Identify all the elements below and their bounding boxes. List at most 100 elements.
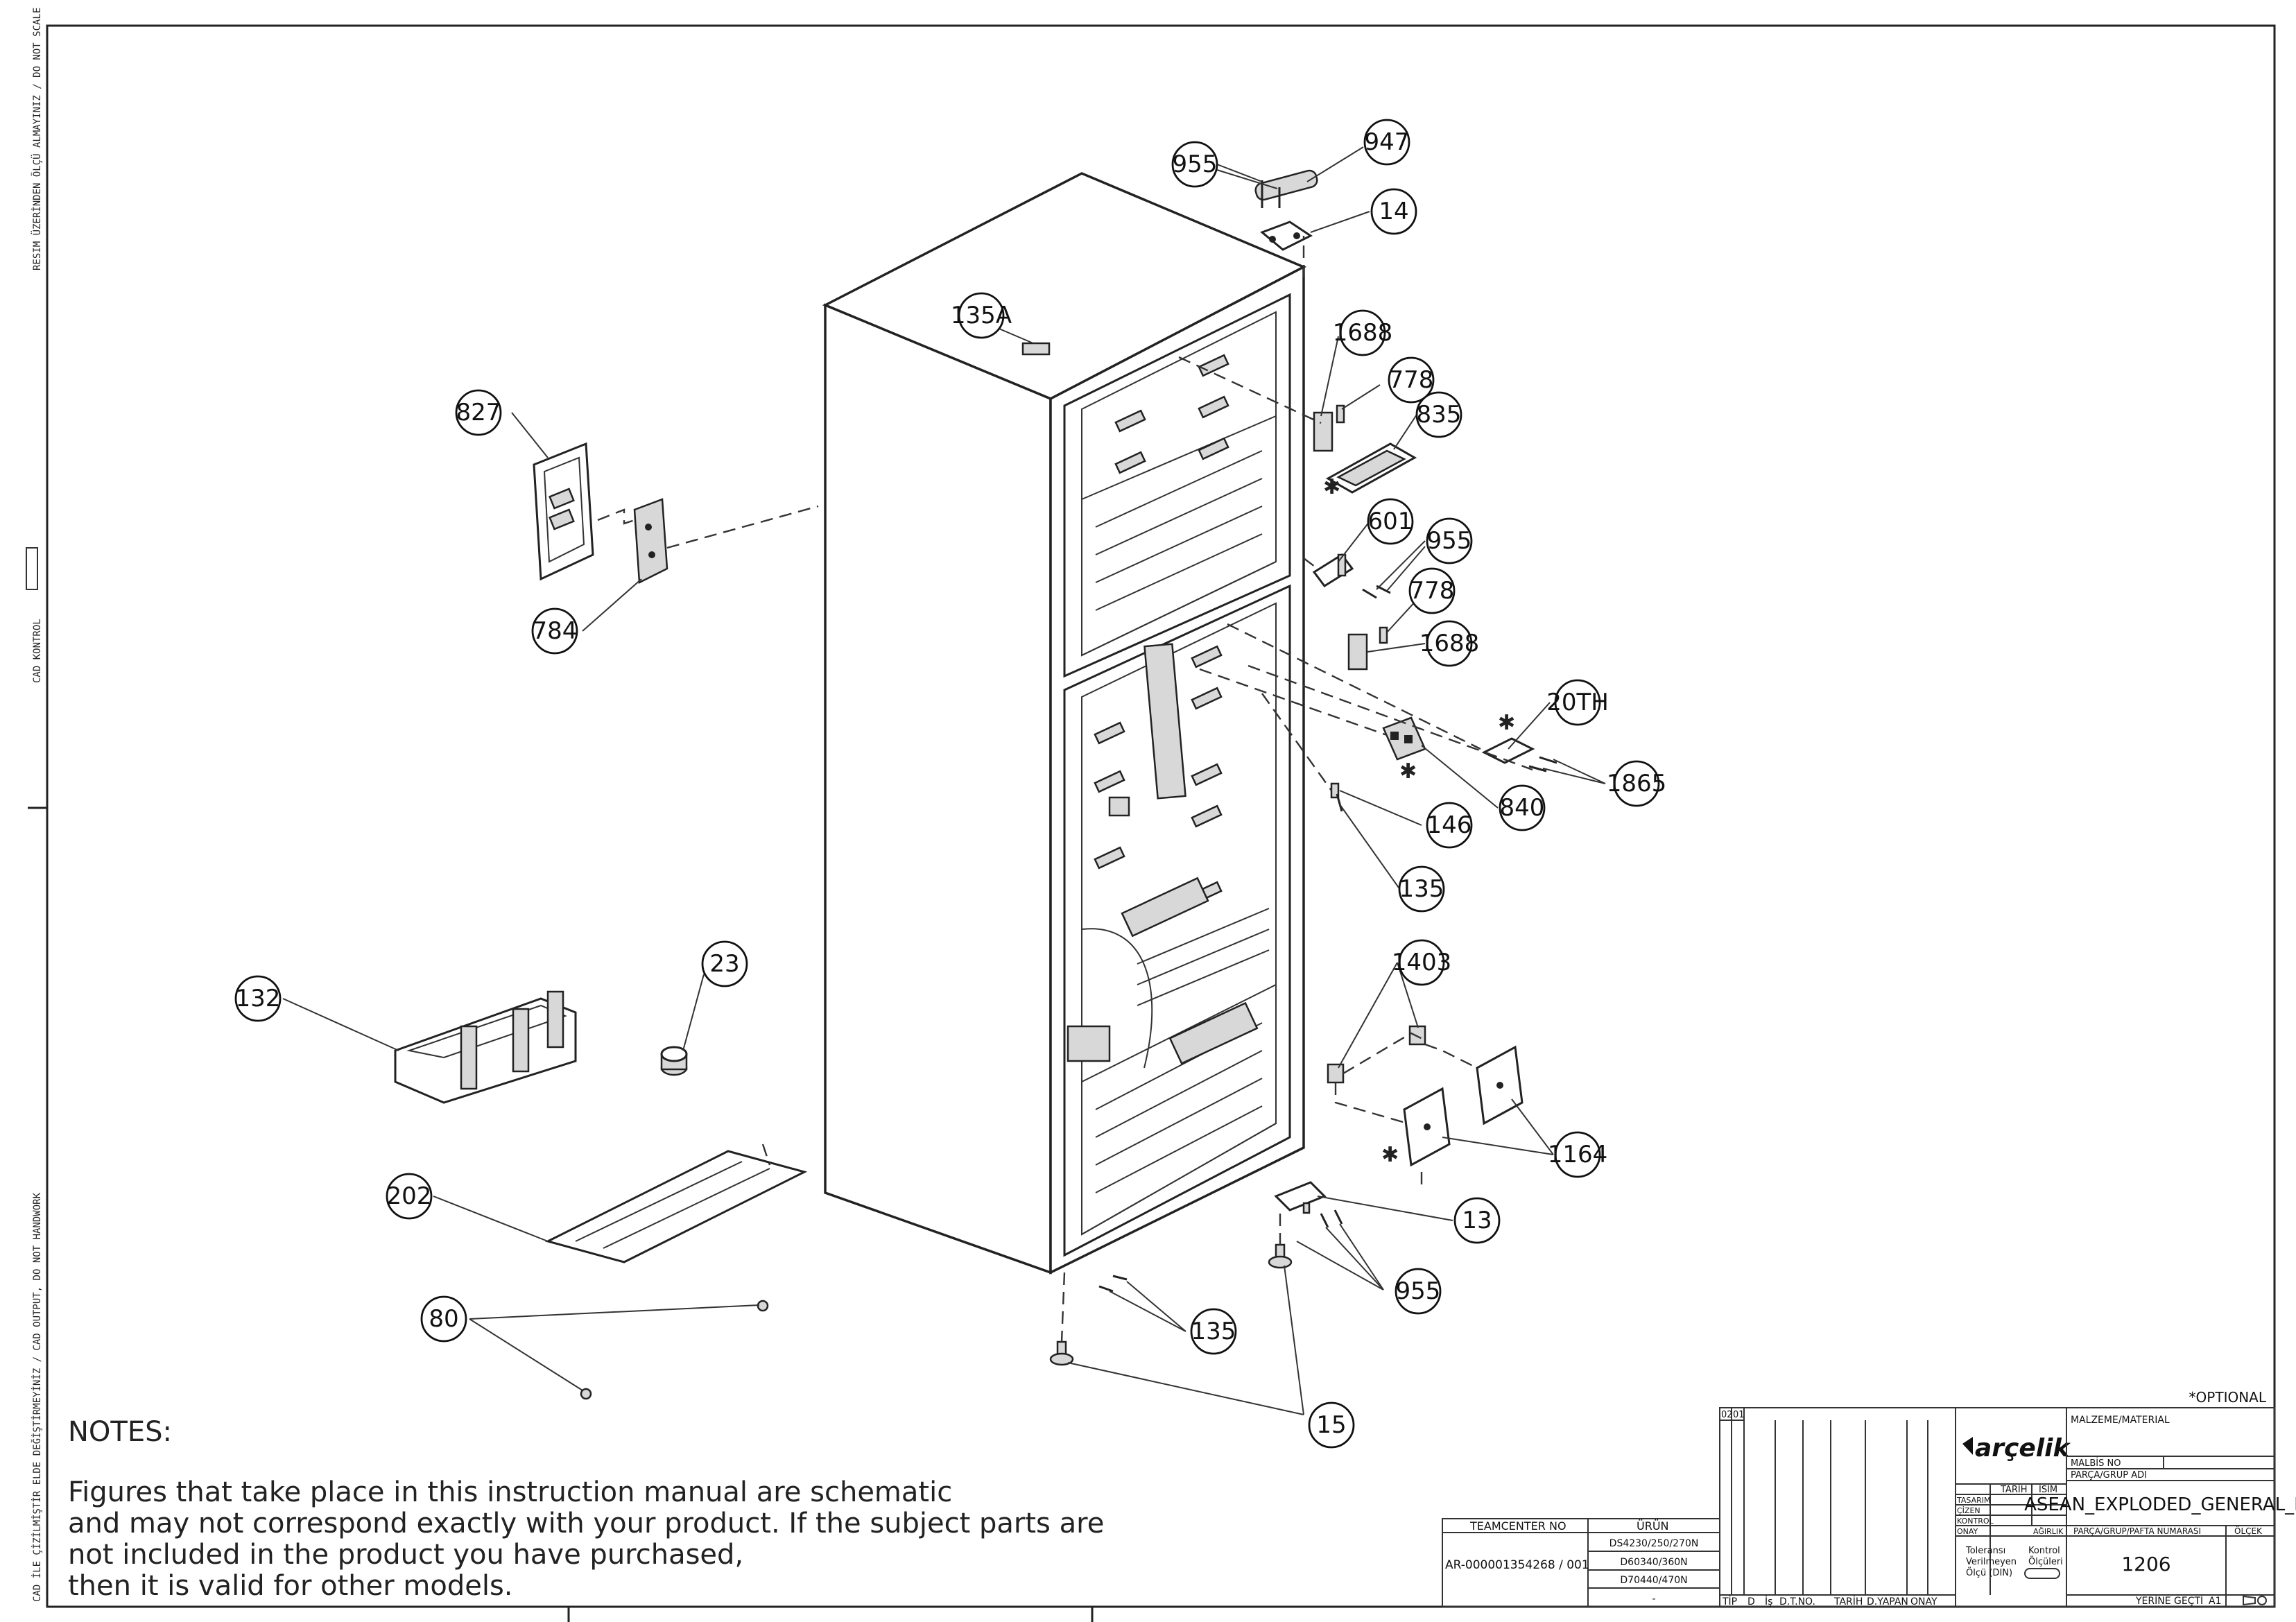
svg-text:1403: 1403 [1392, 949, 1452, 976]
callout-1688-upper: 1688 [1333, 309, 1393, 356]
optional-label: *OPTIONAL [2189, 1389, 2267, 1406]
notes-line-4: then it is valid for other models. [68, 1570, 513, 1602]
control-line-2: Ölçüleri [2028, 1555, 2063, 1567]
svg-text:1865: 1865 [1607, 770, 1667, 797]
callout-784: 784 [531, 607, 578, 655]
part-840-electronic-card [1382, 716, 1426, 761]
optional-markers: ✱ ✱ ✱ ✱ [1323, 475, 1515, 1167]
svg-text:1688: 1688 [1333, 319, 1393, 347]
callout-827: 827 [455, 389, 502, 436]
svg-text:1688: 1688 [1419, 630, 1480, 657]
part-15-adjustable-foot-right [1268, 1243, 1293, 1269]
callout-15: 15 [1308, 1401, 1355, 1449]
urun-value-4: - [1652, 1594, 1655, 1605]
brand-logo: arçelik [1975, 1434, 2071, 1463]
svg-text:840: 840 [1500, 794, 1545, 822]
tip-col-tarih: TARİH [1833, 1595, 1863, 1607]
part-1164-cover-b [1476, 1045, 1524, 1125]
part-1403-clip-b [1408, 1025, 1426, 1046]
svg-text:1164: 1164 [1548, 1141, 1608, 1168]
part-135-screw [1336, 793, 1343, 812]
svg-text:14: 14 [1379, 198, 1408, 225]
svg-text:202: 202 [387, 1182, 432, 1210]
olcek-label: ÖLÇEK [2234, 1525, 2263, 1536]
rev-label-01: 01 [1733, 1410, 1745, 1420]
svg-text:✱: ✱ [1323, 475, 1340, 499]
callout-80: 80 [420, 1295, 467, 1343]
tip-col-tip: TİP [1722, 1595, 1737, 1607]
agirlik-label: AĞIRLIK [2033, 1527, 2064, 1536]
callout-778-upper: 778 [1388, 356, 1435, 404]
part-14-top-hinge [1260, 221, 1313, 251]
urun-value-1: DS4230/250/270N [1609, 1538, 1699, 1549]
callout-955-middle: 955 [1426, 517, 1473, 564]
part-20th-hinge [1481, 737, 1535, 764]
yerine-label: YERİNE GEÇTİ [2135, 1594, 2203, 1607]
callout-778-lower: 778 [1408, 567, 1456, 614]
margin-note-do-not-scale: RESIM ÜZERİNDEN ÖLÇÜ ALMAYINIZ / DO NOT … [31, 8, 43, 270]
role-tasarim: TASARIM [1956, 1496, 1990, 1505]
malbis-label: MALBİS NO [2071, 1458, 2121, 1469]
part-135-screw-a [1112, 1275, 1128, 1281]
part-784-control-board [633, 498, 668, 584]
part-80-cap-right [757, 1300, 769, 1312]
svg-text:✱: ✱ [1399, 759, 1417, 784]
part-13-bottom-hinge [1274, 1181, 1327, 1214]
notes-line-3: not included in the product you have pur… [68, 1539, 743, 1571]
svg-text:784: 784 [533, 617, 578, 645]
callout-135-bottom: 135 [1190, 1308, 1237, 1355]
tolerance-line-2: Verilmeyen [1966, 1557, 2017, 1567]
part-1688-lower [1347, 633, 1368, 671]
svg-text:955: 955 [1396, 1277, 1441, 1305]
svg-text:146: 146 [1427, 811, 1472, 839]
leader-lines [282, 146, 1606, 1415]
svg-text:15: 15 [1316, 1411, 1346, 1439]
sheet-size: A1 [2209, 1596, 2221, 1607]
callout-840: 840 [1499, 784, 1546, 831]
svg-text:23: 23 [709, 950, 739, 978]
part-202-base-plate [544, 1144, 808, 1263]
svg-text:✱: ✱ [1381, 1143, 1399, 1167]
part-601-middle-hinge [1312, 553, 1354, 588]
svg-text:947: 947 [1365, 128, 1410, 156]
part-80-cap-left [580, 1388, 592, 1400]
callout-1164: 1164 [1548, 1131, 1608, 1178]
svg-text:827: 827 [456, 399, 501, 426]
notes-block: NOTES: Figures that take place in this i… [68, 1416, 1104, 1602]
part-778-lower [1379, 626, 1388, 644]
tarih-header: TARİH [2000, 1484, 2027, 1495]
tip-col-dtno: D.T.NO. [1779, 1596, 1815, 1607]
callout-14: 14 [1370, 188, 1417, 235]
role-cizen: ÇİZEN [1957, 1506, 1980, 1515]
callout-601: 601 [1367, 498, 1414, 545]
tip-col-is: İş [1765, 1595, 1772, 1607]
part-827-thermostat-housing [533, 442, 594, 581]
notes-line-2: and may not correspond exactly with your… [68, 1508, 1104, 1539]
svg-text:135: 135 [1191, 1318, 1236, 1345]
svg-text:778: 778 [1410, 577, 1455, 605]
svg-text:135A: 135A [951, 302, 1012, 329]
callout-955-bottom: 955 [1395, 1268, 1442, 1315]
tolerance-line-3: Ölçü (DIN) [1966, 1567, 2012, 1578]
callout-146: 146 [1426, 802, 1473, 849]
part-955-screws-bottom [1320, 1209, 1343, 1228]
isim-header: İSİM [2039, 1484, 2057, 1495]
notes-heading: NOTES: [68, 1416, 172, 1448]
part-955-screws-middle [1362, 585, 1391, 599]
callout-1865: 1865 [1607, 760, 1667, 807]
part-15-adjustable-foot-left [1049, 1340, 1074, 1366]
role-onay: ONAY [1957, 1527, 1978, 1536]
svg-text:601: 601 [1368, 508, 1413, 535]
part-947-hinge-cover [1254, 169, 1318, 201]
teamcenter-label: TEAMCENTER NO [1469, 1519, 1566, 1533]
part-132-crisper-tray [394, 990, 577, 1104]
control-line-1: Kontrol [2028, 1546, 2060, 1556]
margin-note-cad-output: CAD İLE ÇİZİLMİŞTİR ELDE DEĞİŞTİRMEYİNİZ… [31, 1192, 43, 1602]
title-block: 02 01 TİP D İş D.T.NO. TARİH D.YAPAN ONA… [1442, 1407, 2296, 1607]
svg-text:20TH: 20TH [1546, 689, 1609, 716]
callout-1688-lower: 1688 [1419, 620, 1480, 667]
callout-132: 132 [234, 975, 282, 1022]
parca-grup-label: PARÇA/GRUP ADI [2071, 1470, 2147, 1481]
callout-135a: 135A [951, 292, 1012, 339]
